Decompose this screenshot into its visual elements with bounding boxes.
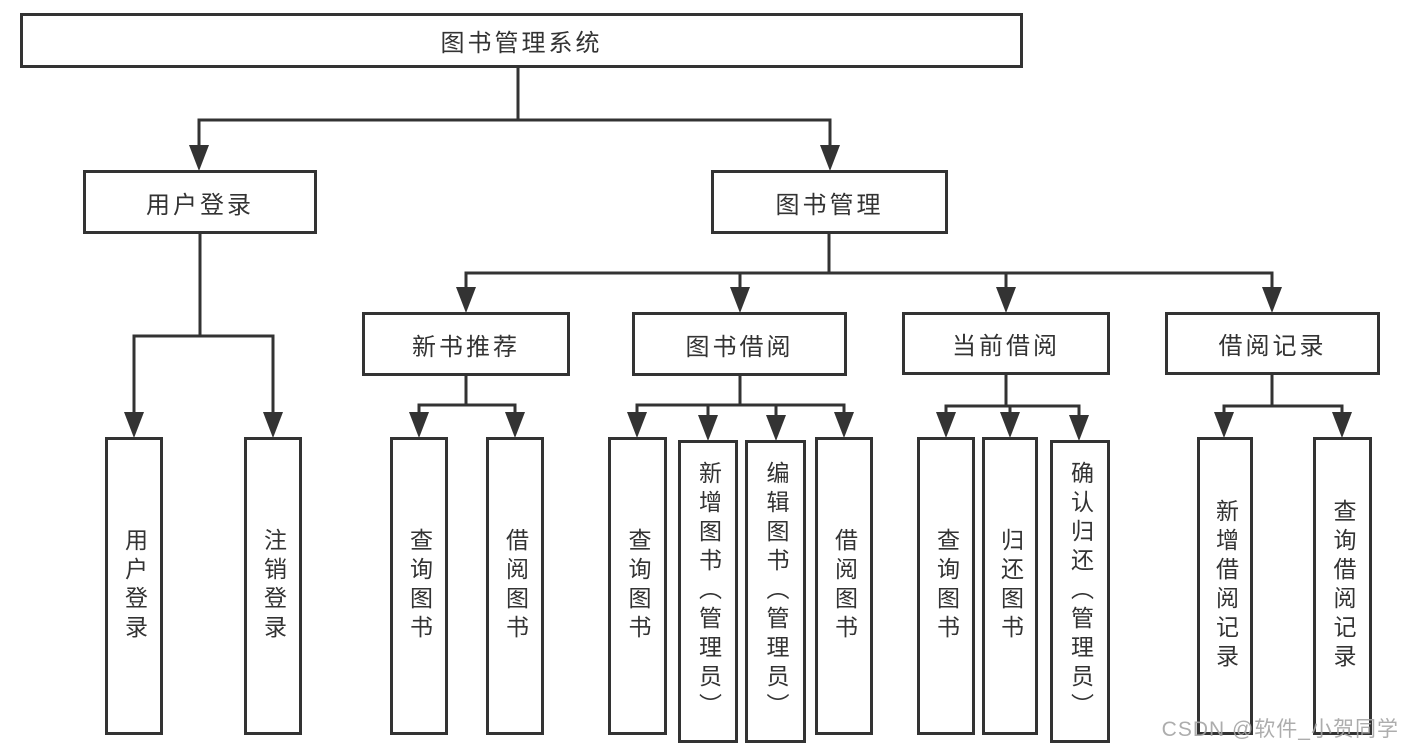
leaf-confirm-return-admin: 确认归还（管理员） xyxy=(1050,440,1110,743)
arrowheads xyxy=(124,145,1352,441)
node-label: 借阅记录 xyxy=(1218,333,1327,360)
node-label: 新增图书（管理员） xyxy=(695,461,722,722)
node-label: 查询图书 xyxy=(933,528,960,644)
node-label: 用户登录 xyxy=(121,528,148,644)
leaf-logout: 注销登录 xyxy=(244,437,302,735)
node-label: 新增借阅记录 xyxy=(1212,499,1239,673)
node-borrowing-records: 借阅记录 xyxy=(1165,312,1380,375)
node-label: 借阅图书 xyxy=(502,528,529,644)
leaf-query-borrow-record: 查询借阅记录 xyxy=(1313,437,1372,735)
node-label: 图书借阅 xyxy=(685,333,794,361)
node-library-management-system: 图书管理系统 xyxy=(20,13,1023,68)
leaf-query-books: 查询图书 xyxy=(608,437,667,735)
leaf-query-books: 查询图书 xyxy=(917,437,975,735)
node-label: 用户登录 xyxy=(146,191,254,219)
node-book-borrowing: 图书借阅 xyxy=(632,312,847,376)
node-label: 查询图书 xyxy=(625,528,651,644)
node-label: 归还图书 xyxy=(997,528,1024,644)
node-label: 查询借阅记录 xyxy=(1330,499,1356,673)
node-user-login: 用户登录 xyxy=(83,170,317,234)
leaf-edit-books-admin: 编辑图书（管理员） xyxy=(745,440,806,743)
leaf-borrow-books: 借阅图书 xyxy=(486,437,544,735)
node-label: 当前借阅 xyxy=(952,333,1060,360)
csdn-watermark: CSDN @软件_小贺同学 xyxy=(1161,718,1399,741)
leaf-borrow-books: 借阅图书 xyxy=(815,437,873,735)
node-label: 查询图书 xyxy=(406,528,433,644)
node-label: 图书管理系统 xyxy=(440,30,603,57)
node-label: 图书管理 xyxy=(775,191,884,219)
leaf-query-books: 查询图书 xyxy=(390,437,448,735)
connector-buses xyxy=(132,68,1344,418)
leaf-return-books: 归还图书 xyxy=(982,437,1038,735)
node-label: 注销登录 xyxy=(260,528,287,644)
node-label: 借阅图书 xyxy=(831,528,858,644)
node-label: 确认归还（管理员） xyxy=(1067,461,1094,722)
leaf-add-borrow-record: 新增借阅记录 xyxy=(1197,437,1253,735)
node-new-book-recommend: 新书推荐 xyxy=(362,312,570,376)
node-current-borrowing: 当前借阅 xyxy=(902,312,1110,375)
node-label: 新书推荐 xyxy=(412,333,520,361)
node-book-management: 图书管理 xyxy=(711,170,948,234)
node-label: 编辑图书（管理员） xyxy=(763,461,789,722)
leaf-add-books-admin: 新增图书（管理员） xyxy=(678,440,738,743)
leaf-user-login: 用户登录 xyxy=(105,437,163,735)
